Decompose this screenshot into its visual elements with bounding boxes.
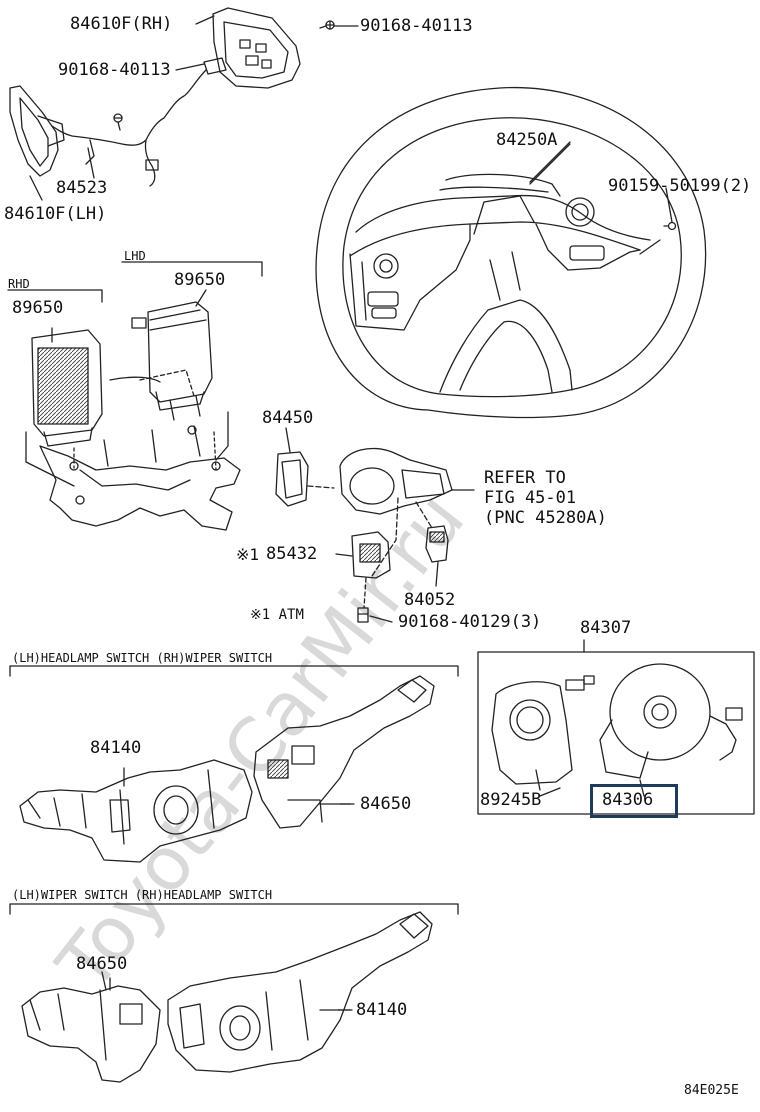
callout-84140-a[interactable]: 84140 xyxy=(90,738,142,758)
callout-84650-a[interactable]: 84650 xyxy=(360,794,412,814)
callout-89650-lhd[interactable]: 89650 xyxy=(174,270,226,290)
callout-90159-50199[interactable]: 90159-50199(2) xyxy=(608,176,752,196)
lhd-label: LHD xyxy=(124,249,146,263)
callout-84052[interactable]: 84052 xyxy=(404,590,456,610)
callout-85432[interactable]: 85432 xyxy=(266,544,318,564)
callout-84650-b[interactable]: 84650 xyxy=(76,954,128,974)
screw-90168-top xyxy=(319,20,335,30)
refer-line-3[interactable]: (PNC 45280A) xyxy=(484,508,607,528)
callout-84610f-rh[interactable]: 84610F(RH) xyxy=(70,14,173,34)
wiper-switch-84650-a xyxy=(253,675,435,829)
callout-84450[interactable]: 84450 xyxy=(262,408,314,428)
steering-wheel-84250a xyxy=(315,86,707,419)
airbag-module-rhd xyxy=(31,329,103,447)
callout-84250a[interactable]: 84250A xyxy=(496,130,558,150)
part-89245b xyxy=(491,681,573,791)
figure-code: 84E025E xyxy=(684,1083,739,1098)
callout-84523[interactable]: 84523 xyxy=(56,178,108,198)
callout-84140-b[interactable]: 84140 xyxy=(356,1000,408,1020)
note-atm: ※1 ATM xyxy=(250,607,304,623)
screw-90168-bottom xyxy=(357,607,369,623)
airbag-module-lhd xyxy=(131,301,213,421)
group2-title: (LH)WIPER SWITCH (RH)HEADLAMP SWITCH xyxy=(12,888,273,902)
callout-84306[interactable]: 84306 xyxy=(602,790,654,810)
callout-89650-rhd[interactable]: 89650 xyxy=(12,298,64,318)
refer-line-1[interactable]: REFER TO xyxy=(484,468,566,488)
rhd-label: RHD xyxy=(8,277,30,291)
column-bracket xyxy=(39,376,241,531)
callout-90168-40113-top[interactable]: 90168-40113 xyxy=(360,16,473,36)
highlight-box-84306 xyxy=(590,784,678,818)
box-84307 xyxy=(477,651,755,815)
callout-84610f-lh[interactable]: 84610F(LH) xyxy=(4,204,107,224)
group1-title: (LH)HEADLAMP SWITCH (RH)WIPER SWITCH xyxy=(12,651,273,665)
callout-90168-40129[interactable]: 90168-40129(3) xyxy=(398,612,542,632)
callout-90168-40113-left[interactable]: 90168-40113 xyxy=(58,60,171,80)
harness-84523 xyxy=(51,69,207,146)
callout-84307[interactable]: 84307 xyxy=(580,618,632,638)
callout-89245b[interactable]: 89245B xyxy=(480,790,542,810)
screw-90159 xyxy=(639,221,677,255)
part-84306 xyxy=(565,663,743,797)
headlamp-switch-84140-a xyxy=(19,759,253,863)
paddle-switch-lh xyxy=(9,85,65,177)
wiper-switch-84650-b xyxy=(21,985,161,1083)
refer-line-2[interactable]: FIG 45-01 xyxy=(484,488,577,508)
part-84450 xyxy=(275,451,335,507)
switch-body-refer-45280a xyxy=(339,447,475,515)
paddle-switch-rh xyxy=(203,7,301,89)
part-84052 xyxy=(425,525,449,563)
headlamp-switch-84140-b xyxy=(167,911,433,1073)
screw-90168-left xyxy=(113,113,123,131)
part-85432 xyxy=(351,531,391,579)
note-mark-85432: ※1 xyxy=(236,545,260,564)
